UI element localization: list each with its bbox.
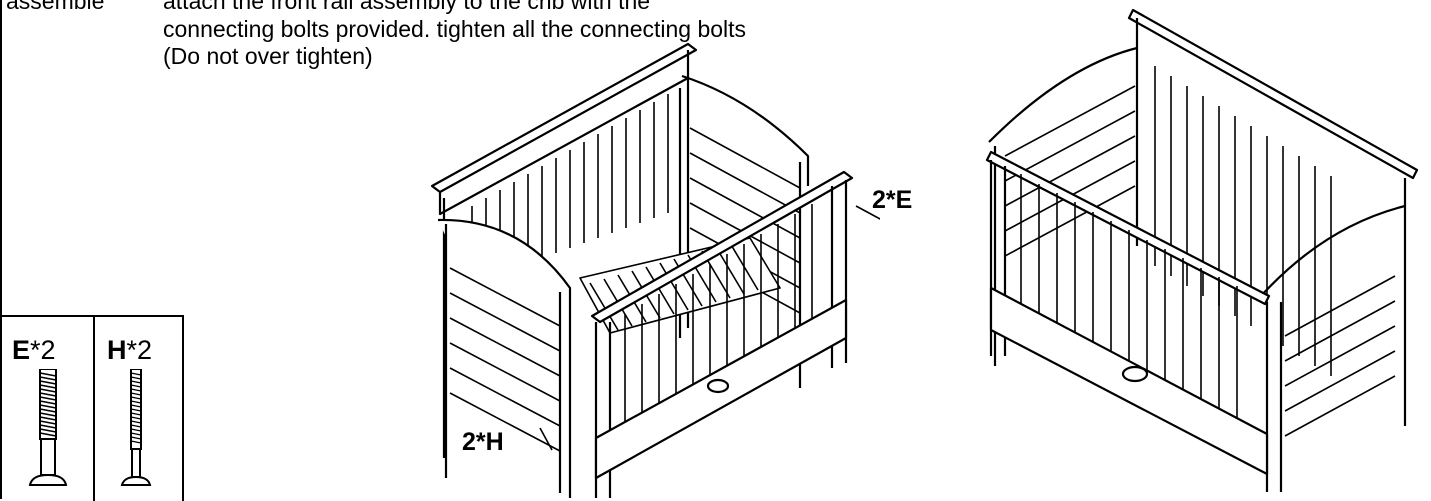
- callout-2h: 2*H: [462, 428, 504, 456]
- part-h-letter: H: [107, 335, 127, 365]
- bolt-e-icon: [28, 369, 68, 486]
- page-border: [0, 0, 2, 499]
- crib-finished-illustration: [985, 8, 1419, 492]
- instruction-line-1: attach the front rail assembly to the cr…: [163, 0, 651, 14]
- callout-2e: 2*E: [872, 186, 913, 214]
- crib-assembly-illustration: [430, 42, 880, 498]
- part-e-label: E*2: [12, 335, 56, 366]
- parts-box: E*2 H*2: [0, 315, 184, 501]
- bolt-h-icon: [120, 369, 152, 486]
- step-label: assemble: [6, 0, 105, 14]
- instruction-line-3: (Do not over tighten): [163, 43, 373, 69]
- part-h-qty: *2: [126, 335, 153, 365]
- instruction-line-2: connecting bolts provided. tighten all t…: [163, 16, 747, 42]
- part-h-label: H*2: [107, 335, 152, 366]
- part-e-qty: *2: [30, 335, 56, 365]
- parts-divider: [93, 317, 95, 501]
- part-e-letter: E: [12, 335, 31, 365]
